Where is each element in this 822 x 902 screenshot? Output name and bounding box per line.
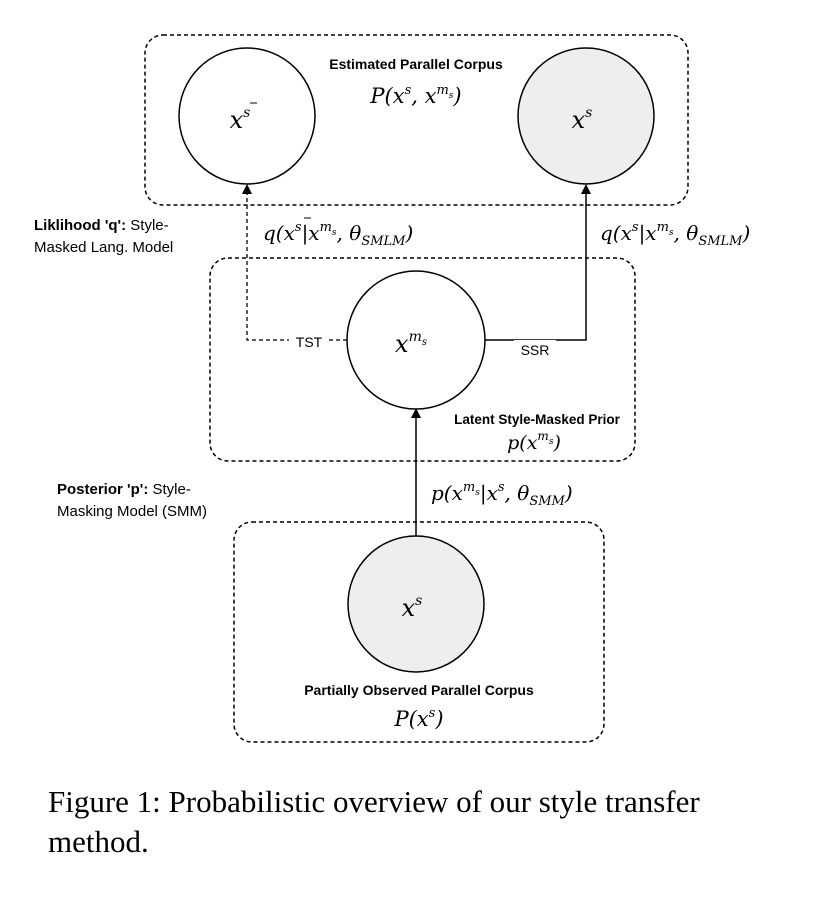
group-title-observed: Partially Observed Parallel Corpus	[304, 682, 534, 698]
edge-formula-q-right: q(xs|xms, θSMLM)	[600, 220, 750, 249]
node-x-sbar-label: xs	[230, 105, 251, 134]
edge-formula-q-left: q(xs|xms, θSMLM)	[263, 220, 413, 249]
figure-caption: Figure 1: Probabilistic overview of our …	[48, 784, 700, 859]
edge-ssr-to-xs	[485, 184, 591, 341]
group-title-estimated: Estimated Parallel Corpus	[329, 56, 503, 72]
edge-tst-to-xsbar	[242, 184, 347, 341]
group-formula-estimated: P(xs, xms)	[369, 83, 461, 108]
ssr-label-bg	[514, 340, 556, 358]
node-x-ms-label: xms	[395, 329, 427, 358]
group-formula-latent: p(xms)	[507, 429, 561, 454]
node-x-s-bottom-label: xs	[402, 593, 423, 622]
group-box-latent	[209, 257, 636, 462]
group-title-latent: Latent Style-Masked Prior	[454, 412, 621, 427]
node-x-s-bottom	[347, 535, 485, 673]
edge-formula-p: p(xms|xs, θSMM)	[431, 480, 573, 509]
ssr-label: SSR	[521, 342, 550, 358]
node-x-s-top-label: xs	[572, 105, 593, 134]
side-label-likelihood-line2: Masked Lang. Model	[34, 239, 173, 256]
group-formula-observed: P(xs)	[393, 706, 443, 731]
side-label-posterior: Posterior 'p': Style-	[57, 481, 191, 498]
node-x-s-top	[517, 47, 655, 185]
side-label-posterior-line2: Masking Model (SMM)	[57, 503, 207, 520]
node-x-sbar	[178, 47, 316, 185]
node-x-ms	[346, 270, 486, 410]
tst-label-bg	[289, 332, 329, 350]
group-box-estimated	[144, 34, 689, 206]
side-label-likelihood: Liklihood 'q': Style-	[34, 217, 169, 234]
diagram-canvas: Estimated Parallel Corpus P(xs, xms) Lat…	[34, 34, 750, 743]
tst-label: TST	[296, 334, 323, 350]
